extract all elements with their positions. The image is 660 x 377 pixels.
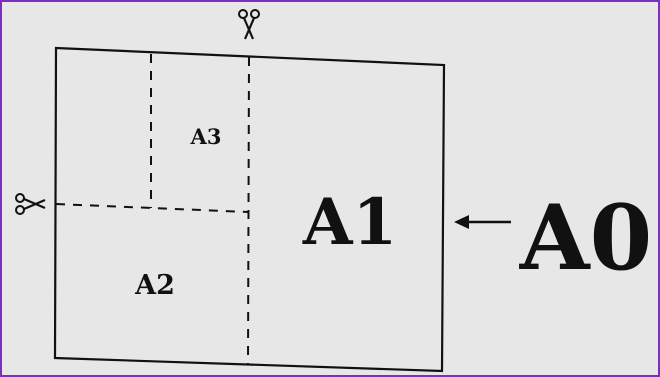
a0-sheet-outline: [53, 46, 446, 373]
horizontal-cut-line: [55, 203, 249, 213]
vertical-cut-line: [247, 56, 250, 365]
label-a1: A1: [302, 185, 397, 260]
label-a2: A2: [134, 270, 175, 301]
left-arrow-icon: [454, 215, 511, 229]
label-a3: A3: [190, 124, 222, 149]
label-a0: A0: [519, 185, 652, 291]
scissors-icon: [15, 193, 46, 215]
scissors-icon: [238, 9, 260, 40]
